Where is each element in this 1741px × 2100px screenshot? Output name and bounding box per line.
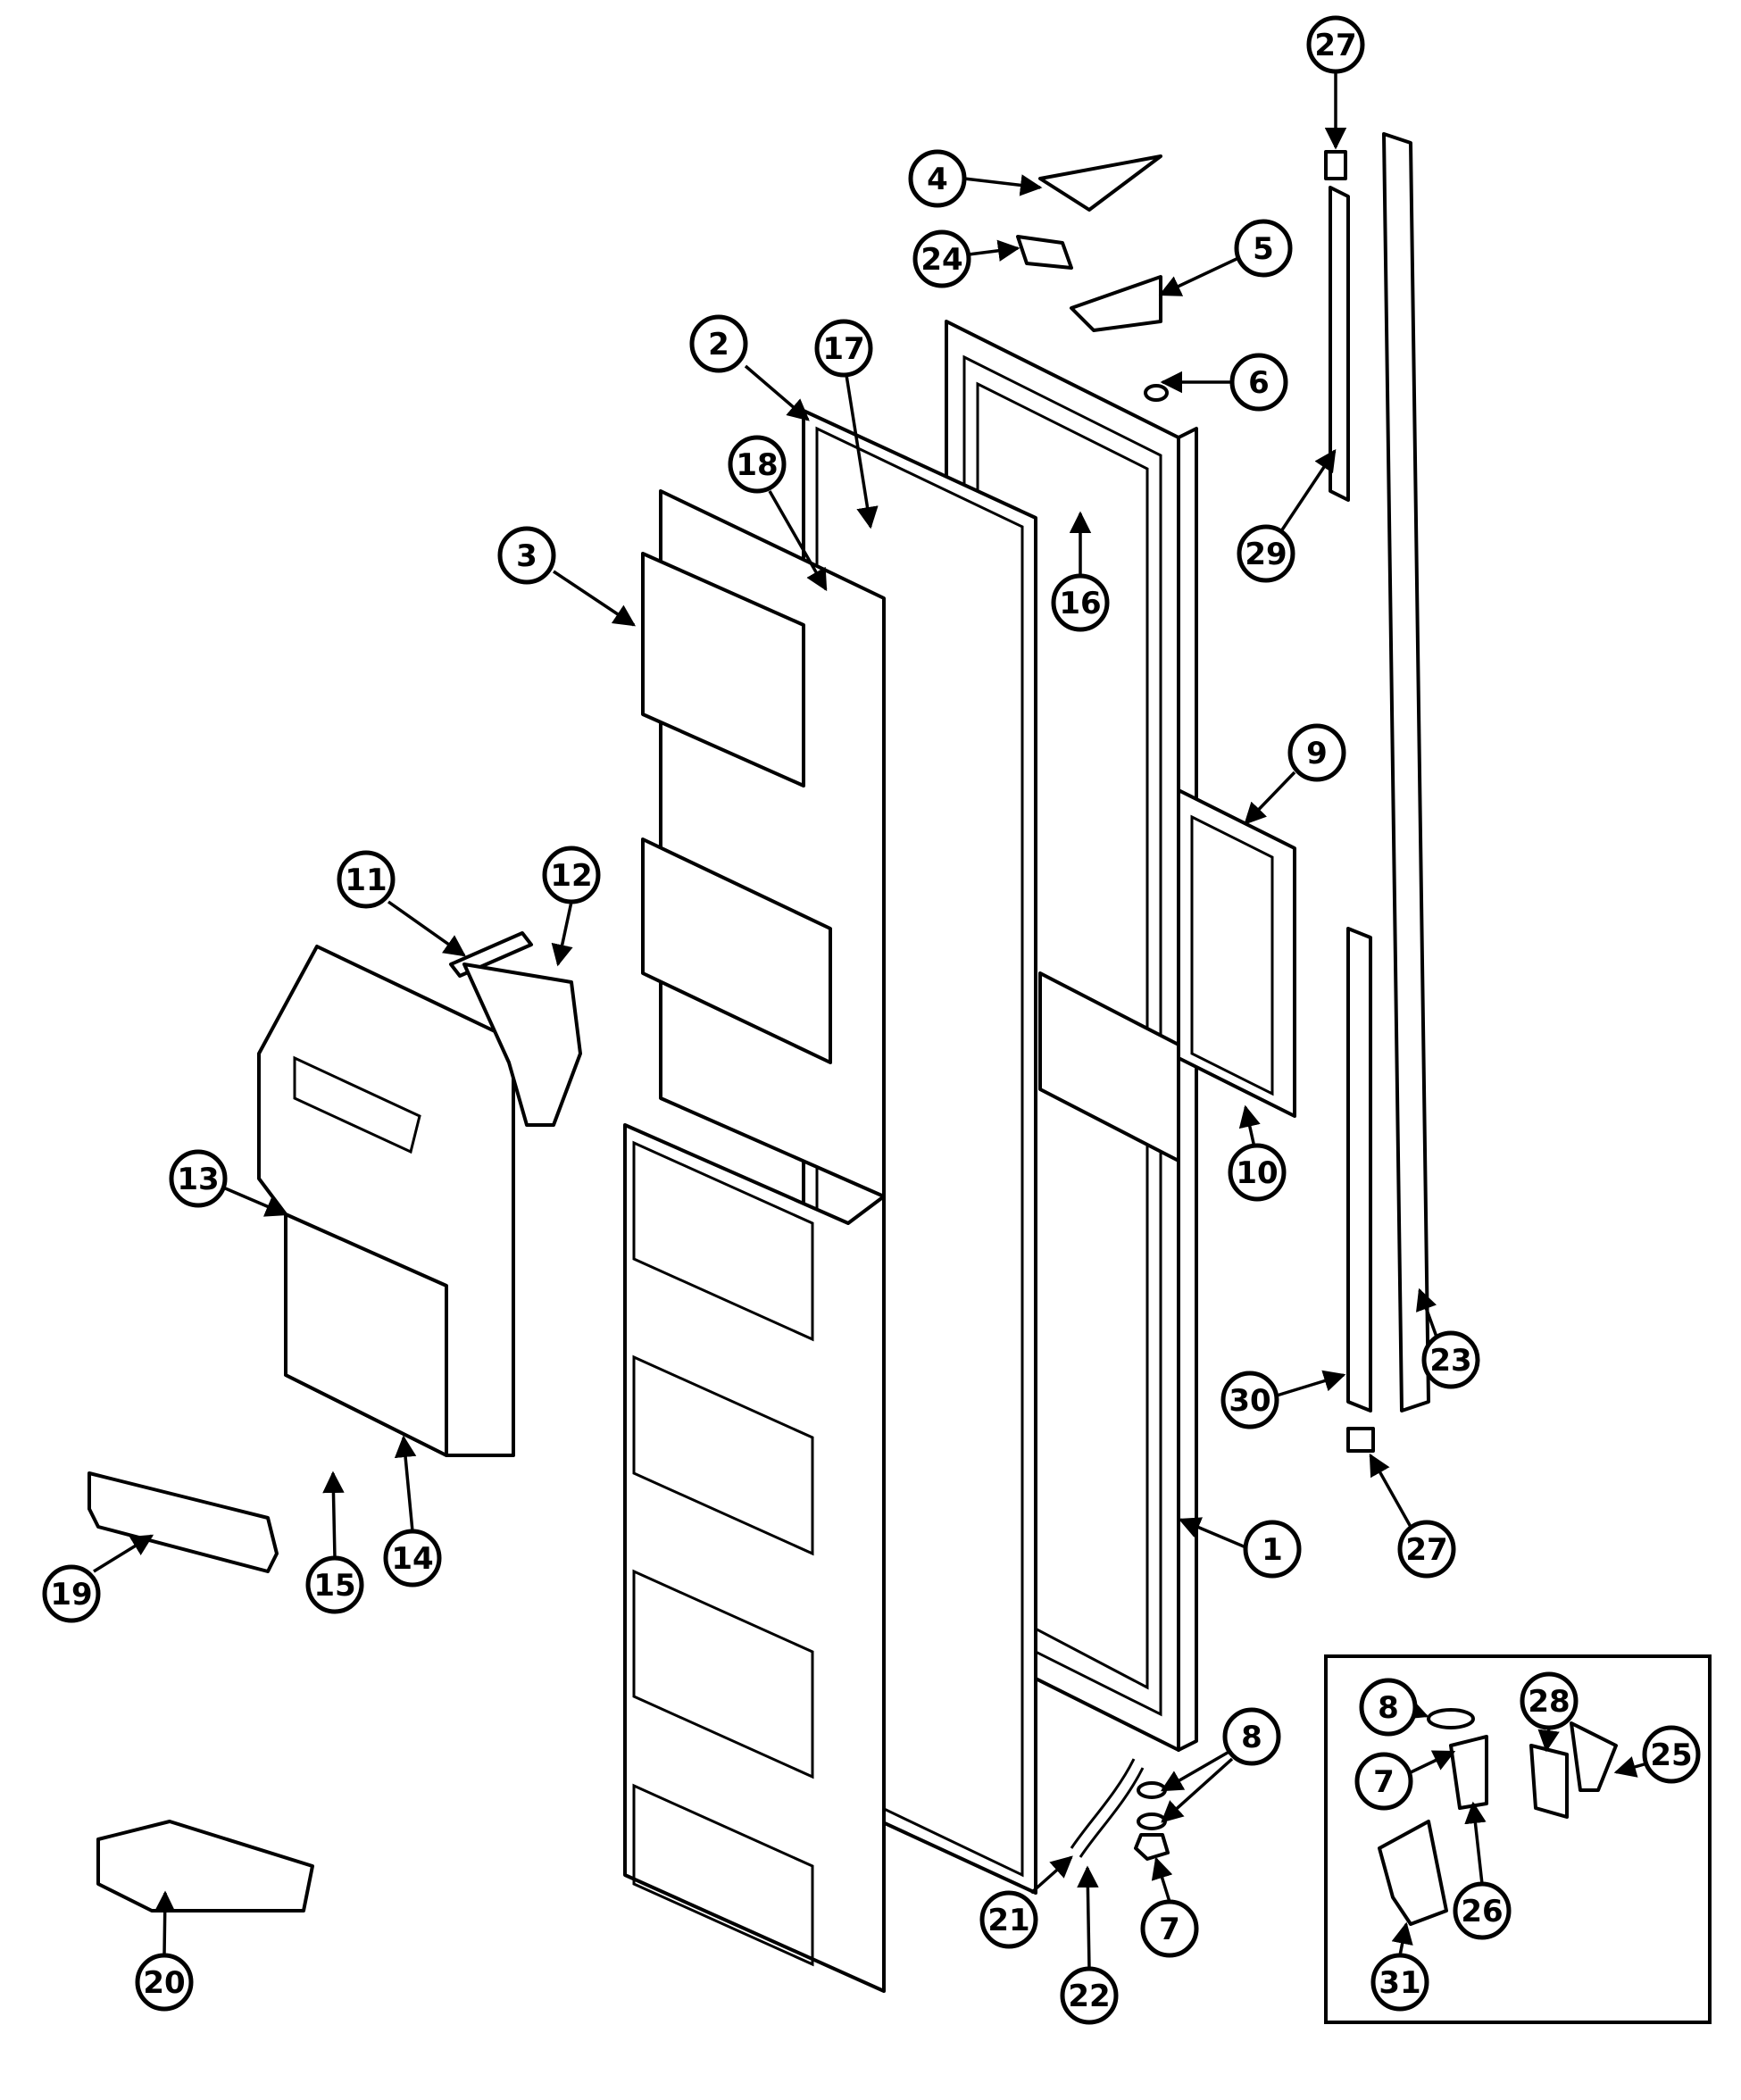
callout-18: 18 bbox=[728, 435, 828, 592]
svg-text:8: 8 bbox=[1241, 1720, 1262, 1755]
svg-text:2: 2 bbox=[708, 327, 729, 362]
callout-29: 29 bbox=[1237, 448, 1337, 583]
callout-8-inset: 8 bbox=[1359, 1678, 1429, 1737]
svg-text:7: 7 bbox=[1159, 1912, 1180, 1947]
svg-text:17: 17 bbox=[822, 331, 864, 367]
part-hinge-assembly bbox=[1016, 154, 1169, 402]
callout-26: 26 bbox=[1453, 1801, 1512, 1940]
callout-1: 1 bbox=[1178, 1517, 1302, 1579]
part-ice-chute-housing bbox=[257, 945, 515, 1457]
callout-5: 5 bbox=[1158, 219, 1293, 296]
svg-text:6: 6 bbox=[1248, 365, 1270, 401]
callout-2: 2 bbox=[689, 314, 810, 421]
callout-13: 13 bbox=[169, 1149, 288, 1217]
svg-text:22: 22 bbox=[1068, 1979, 1110, 2014]
part-chute-door bbox=[449, 931, 582, 1127]
svg-text:19: 19 bbox=[50, 1577, 92, 1612]
callout-27-lower: 27 bbox=[1369, 1453, 1456, 1579]
callout-21: 21 bbox=[979, 1855, 1073, 1949]
svg-text:16: 16 bbox=[1059, 586, 1101, 621]
svg-text:25: 25 bbox=[1650, 1738, 1692, 1773]
callout-19: 19 bbox=[42, 1534, 154, 1623]
callout-23: 23 bbox=[1416, 1288, 1480, 1389]
callout-10: 10 bbox=[1228, 1104, 1287, 1202]
svg-text:28: 28 bbox=[1528, 1684, 1570, 1720]
callout-6: 6 bbox=[1160, 353, 1288, 412]
callout-15: 15 bbox=[305, 1471, 364, 1614]
svg-text:13: 13 bbox=[177, 1162, 219, 1197]
svg-text:8: 8 bbox=[1378, 1690, 1399, 1726]
part-trim-strips bbox=[1324, 132, 1430, 1453]
callout-24: 24 bbox=[912, 229, 1020, 288]
svg-text:9: 9 bbox=[1306, 736, 1328, 771]
svg-text:15: 15 bbox=[313, 1568, 355, 1604]
svg-text:11: 11 bbox=[345, 862, 387, 898]
callout-11: 11 bbox=[337, 850, 467, 957]
callout-7-inset: 7 bbox=[1354, 1750, 1456, 1811]
svg-text:30: 30 bbox=[1229, 1383, 1270, 1419]
svg-text:14: 14 bbox=[391, 1541, 433, 1577]
inset-box bbox=[1324, 1654, 1712, 2024]
part-door-bins bbox=[87, 1471, 314, 1912]
svg-text:23: 23 bbox=[1429, 1343, 1471, 1379]
callout-25: 25 bbox=[1613, 1725, 1701, 1784]
callout-16: 16 bbox=[1051, 511, 1110, 632]
svg-text:26: 26 bbox=[1461, 1894, 1503, 1929]
callout-14: 14 bbox=[383, 1435, 442, 1588]
svg-text:27: 27 bbox=[1314, 28, 1356, 63]
part-door-liner-shelves bbox=[623, 489, 886, 1993]
svg-text:29: 29 bbox=[1245, 537, 1287, 572]
callout-12: 12 bbox=[542, 846, 601, 967]
svg-text:4: 4 bbox=[927, 162, 948, 197]
svg-text:5: 5 bbox=[1253, 231, 1274, 267]
svg-text:1: 1 bbox=[1262, 1532, 1283, 1568]
svg-text:7: 7 bbox=[1373, 1764, 1395, 1800]
callout-4: 4 bbox=[908, 149, 1043, 208]
svg-text:31: 31 bbox=[1379, 1965, 1420, 2001]
callout-31: 31 bbox=[1370, 1921, 1429, 2012]
callout-7-lower: 7 bbox=[1140, 1856, 1199, 1958]
callout-9: 9 bbox=[1244, 723, 1346, 825]
svg-text:20: 20 bbox=[143, 1965, 185, 2001]
part-water-tube bbox=[1070, 1758, 1145, 1858]
callout-17: 17 bbox=[814, 319, 879, 529]
callout-27-upper: 27 bbox=[1306, 15, 1365, 150]
part-dispenser-panel bbox=[1177, 788, 1296, 1118]
callout-30: 30 bbox=[1220, 1370, 1346, 1429]
svg-text:3: 3 bbox=[516, 538, 537, 574]
svg-text:18: 18 bbox=[736, 447, 778, 483]
part-washers-nut bbox=[1134, 1781, 1170, 1861]
callout-28: 28 bbox=[1520, 1671, 1579, 1753]
svg-text:21: 21 bbox=[987, 1903, 1029, 1938]
svg-text:10: 10 bbox=[1236, 1155, 1278, 1191]
callout-22: 22 bbox=[1060, 1865, 1119, 2025]
callout-20: 20 bbox=[135, 1890, 194, 2012]
svg-text:27: 27 bbox=[1405, 1532, 1447, 1568]
svg-text:12: 12 bbox=[550, 858, 592, 894]
svg-text:24: 24 bbox=[920, 242, 962, 278]
callout-8-lower: 8 bbox=[1160, 1707, 1281, 1823]
callout-3: 3 bbox=[497, 526, 637, 627]
